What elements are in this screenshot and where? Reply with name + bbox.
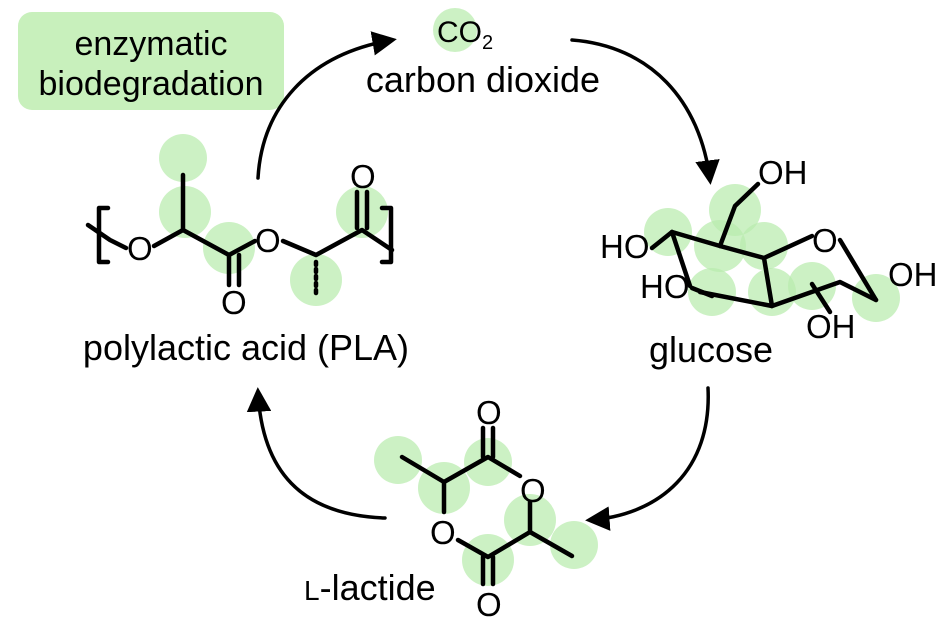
- glucose-ring-oxygen: O: [812, 222, 838, 259]
- lactide-oxygen-3: O: [430, 514, 456, 551]
- pla-oxygen-1: O: [127, 230, 153, 267]
- lactide-structure: O O O O: [374, 394, 598, 623]
- badge-line-1: enzymatic: [74, 25, 227, 63]
- glucose-oh-top: OH: [758, 154, 808, 191]
- co2-formula: CO2: [437, 16, 493, 54]
- glucose-ho-mid: HO: [640, 268, 690, 305]
- glucose-oh-bottom: OH: [806, 308, 856, 345]
- badge-line-2: biodegradation: [39, 65, 264, 103]
- pla-structure: O O O O: [85, 134, 395, 321]
- pla-oxygen-2: O: [255, 222, 281, 259]
- co2-name: carbon dioxide: [366, 59, 600, 100]
- pla-oxygen-4: O: [350, 158, 376, 195]
- pla-oxygen-3: O: [221, 284, 247, 321]
- lactide-oxygen-1: O: [476, 394, 502, 431]
- arrow-pla-to-co2: [256, 31, 397, 180]
- arrow-lactide-to-pla: [246, 387, 387, 520]
- arrow-co2-to-glucose: [570, 38, 720, 185]
- badge-background: [18, 12, 284, 110]
- lactide-oxygen-4: O: [476, 586, 502, 623]
- co2-highlight: [433, 8, 477, 52]
- glucose-name: glucose: [649, 329, 773, 370]
- arrow-glucose-to-lactide: [585, 386, 710, 531]
- glucose-structure: O OH HO HO OH OH: [600, 154, 938, 345]
- lactide-name: L-lactide: [304, 567, 436, 608]
- lactide-oxygen-2: O: [520, 472, 546, 509]
- glucose-oh-right: OH: [888, 256, 938, 293]
- pla-name: polylactic acid (PLA): [83, 327, 409, 368]
- glucose-ho-left: HO: [600, 228, 650, 265]
